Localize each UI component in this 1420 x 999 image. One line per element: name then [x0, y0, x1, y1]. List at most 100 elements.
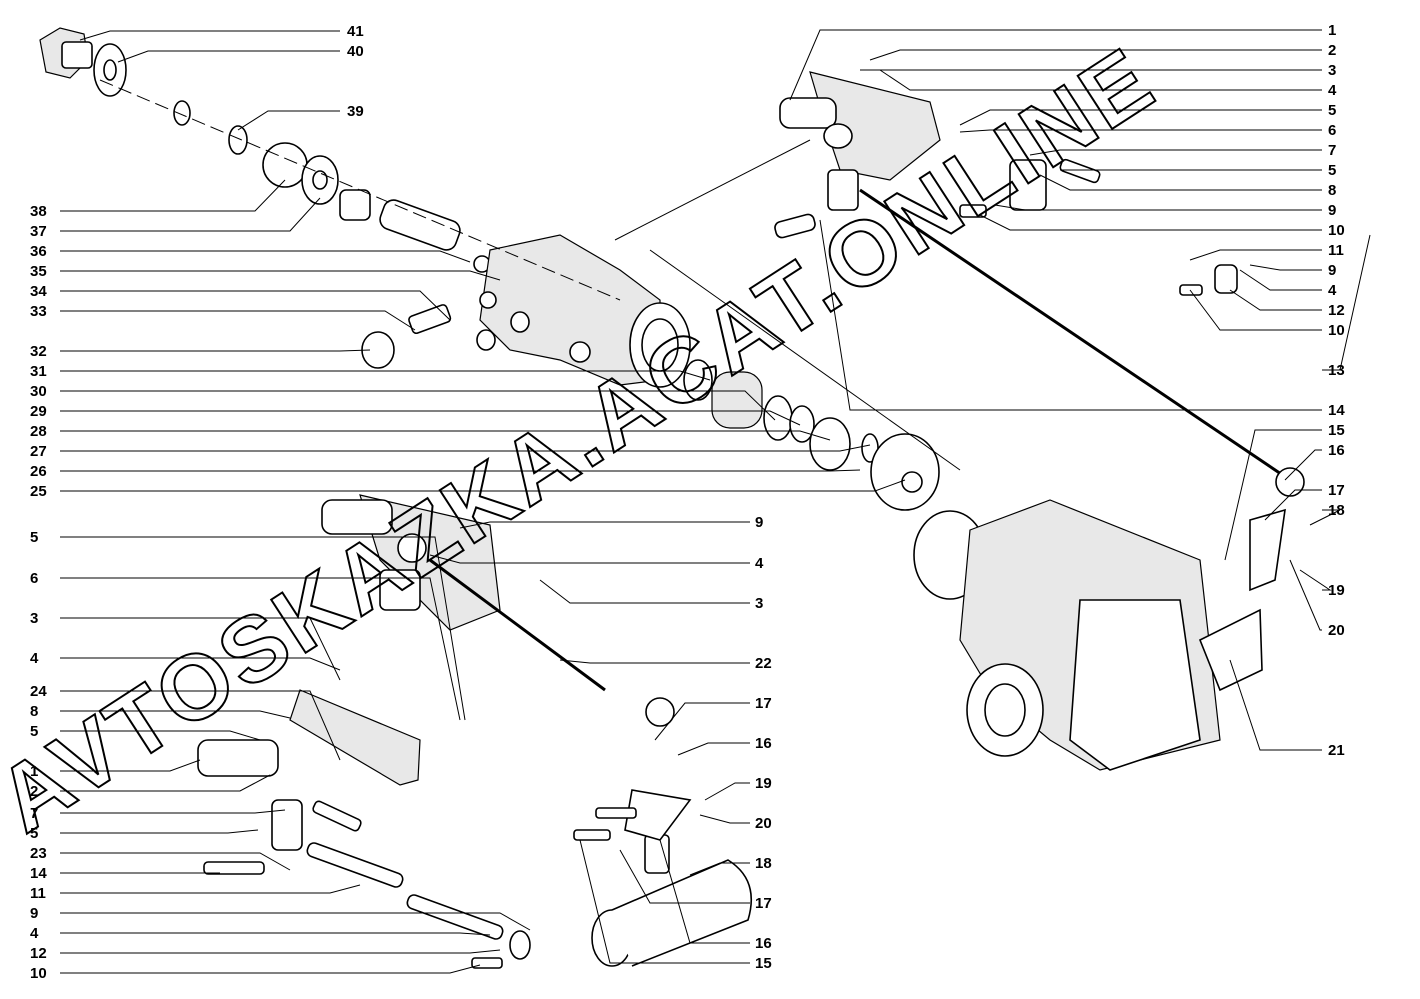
callout-label: 24 — [30, 683, 47, 700]
callout-label: 20 — [755, 815, 772, 832]
leader-line — [60, 250, 471, 263]
callout-label: 35 — [30, 263, 47, 280]
leader-line — [60, 912, 531, 931]
callout-label: 10 — [1328, 322, 1345, 339]
leader-line — [60, 390, 776, 421]
leader-line — [60, 949, 501, 954]
leader-line — [559, 659, 750, 664]
leader-line — [60, 270, 501, 281]
leader-line — [539, 579, 750, 604]
callout-label: 15 — [1328, 422, 1345, 439]
leader-line — [60, 577, 461, 721]
leader-line — [60, 536, 466, 721]
leader-line — [1289, 559, 1322, 631]
leader-line — [60, 774, 271, 792]
callout-label: 18 — [1328, 502, 1345, 519]
assembly-line — [614, 139, 811, 241]
leader-line — [704, 782, 750, 801]
callout-label: 32 — [30, 343, 47, 360]
callout-label: 3 — [755, 595, 763, 612]
callout-label: 17 — [755, 695, 772, 712]
callout-label: 30 — [30, 383, 47, 400]
leader-line — [60, 479, 906, 492]
leader-line — [654, 702, 750, 741]
callout-label: 6 — [1328, 122, 1336, 139]
callout-label: 5 — [1328, 162, 1336, 179]
leader-line — [60, 469, 861, 472]
callout-label: 8 — [1328, 182, 1336, 199]
leader-line — [619, 849, 750, 904]
leader-line — [677, 742, 750, 756]
callout-label: 26 — [30, 463, 47, 480]
callout-label: 39 — [347, 103, 364, 120]
leader-line — [659, 839, 750, 944]
leader-line — [789, 29, 1322, 101]
callout-label: 5 — [30, 529, 38, 546]
callout-label: 33 — [30, 303, 47, 320]
leader-line — [429, 554, 750, 564]
leader-line — [979, 214, 1322, 231]
callout-label: 9 — [755, 514, 763, 531]
leader-line — [579, 839, 750, 964]
leader-line — [879, 69, 1322, 91]
callout-label: 18 — [755, 855, 772, 872]
leader-line — [1189, 289, 1322, 331]
leader-line — [60, 197, 321, 232]
callout-label: 9 — [1328, 202, 1336, 219]
callout-label: 2 — [1328, 42, 1336, 59]
leader-line — [1189, 249, 1322, 261]
leader-line — [237, 110, 340, 131]
leader-line — [689, 862, 750, 876]
callout-label: 41 — [347, 23, 364, 40]
callout-label: 20 — [1328, 622, 1345, 639]
leader-line — [1264, 489, 1322, 521]
callout-label: 4 — [755, 555, 764, 572]
leader-line — [60, 759, 201, 772]
leader-line — [60, 657, 341, 671]
callout-label: 3 — [1328, 62, 1336, 79]
callout-label: 22 — [755, 655, 772, 672]
leader-line — [959, 129, 1322, 133]
leader-line — [60, 710, 291, 719]
callout-label: 23 — [30, 845, 47, 862]
callout-label: 4 — [1328, 82, 1337, 99]
callout-label: 16 — [1328, 442, 1345, 459]
callout-label: 34 — [30, 283, 47, 300]
leader-line — [60, 430, 831, 441]
callout-labels: 4140393837363534333231302928272625563424… — [30, 22, 1345, 982]
callout-label: 4 — [30, 925, 39, 942]
leader-line — [1284, 449, 1322, 481]
leader-line — [959, 109, 1322, 126]
callout-label: 8 — [30, 703, 38, 720]
leader-line — [60, 852, 291, 871]
leader-line — [869, 49, 1322, 61]
leader-line — [60, 310, 416, 331]
callout-label: 12 — [1328, 302, 1345, 319]
callout-label: 40 — [347, 43, 364, 60]
axis-line — [99, 79, 621, 301]
callout-label: 1 — [30, 763, 38, 780]
callout-label: 14 — [1328, 402, 1345, 419]
callout-label: 28 — [30, 423, 47, 440]
leader-line — [1229, 659, 1322, 751]
parts-drawings — [39, 27, 1305, 969]
callout-label: 37 — [30, 223, 47, 240]
leader-line — [1299, 569, 1332, 591]
leader-line — [1249, 264, 1322, 271]
leader-line — [117, 50, 340, 63]
callout-label: 9 — [30, 905, 38, 922]
callout-label: 36 — [30, 243, 47, 260]
leader-line — [79, 30, 340, 41]
callout-label: 17 — [1328, 482, 1345, 499]
leader-line — [1224, 429, 1322, 561]
callout-label: 13 — [1328, 362, 1345, 379]
leader-line — [60, 349, 371, 352]
leader-lines — [60, 29, 1371, 974]
lower-middle-clamp-assembly — [573, 789, 752, 967]
callout-label: 19 — [1328, 582, 1345, 599]
callout-label: 16 — [755, 735, 772, 752]
valve-body-assembly — [262, 142, 940, 511]
callout-label: 11 — [1328, 242, 1344, 259]
leader-line — [60, 829, 259, 834]
